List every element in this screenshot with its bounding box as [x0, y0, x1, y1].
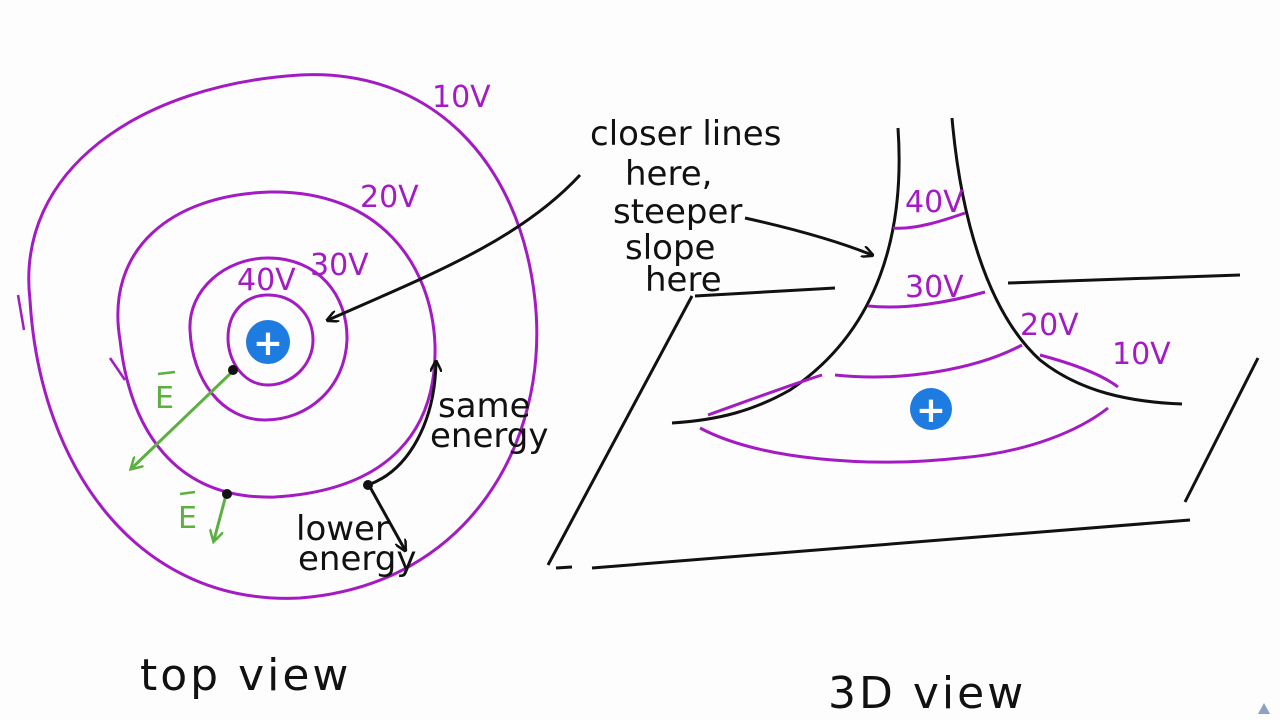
3d-label-10v: 10V [1112, 337, 1171, 372]
contour-30v [188, 256, 349, 422]
plane-front-tick [555, 565, 573, 570]
ring-20v-back [834, 343, 1023, 379]
pointer-arrow-3d [744, 216, 872, 255]
plane-left-edge [546, 295, 694, 566]
same-energy-label: same energy [430, 386, 548, 456]
plane-front-edge [591, 518, 1191, 570]
annotation-line-4: slope [625, 228, 715, 268]
field-point-2 [222, 489, 232, 499]
top-label-40v: 40V [237, 263, 296, 298]
field-arrow-1 [132, 370, 234, 468]
3d-label-20v: 20V [1020, 308, 1079, 343]
charge-plus-icon: + [253, 323, 283, 364]
same-energy-arrow [367, 362, 436, 487]
top-view-caption: top view [140, 650, 351, 701]
vector-bar-2 [179, 490, 196, 496]
field-arrow-2 [214, 494, 228, 540]
stray-mark [108, 357, 127, 381]
3d-label-30v: 30V [905, 270, 964, 305]
hill-right-side [950, 117, 1183, 406]
contour-40v [226, 293, 315, 387]
top-view: 10V 20V 30V 40V + E E same energy lower … [16, 73, 548, 701]
scroll-up-icon[interactable] [1258, 703, 1270, 714]
annotation-line-2: here, [625, 154, 712, 194]
lower-energy-label: lower energy [296, 509, 416, 579]
annotation-line-1: closer lines [590, 114, 781, 154]
contour-10v [27, 73, 539, 600]
3d-positive-charge [910, 388, 952, 430]
3d-label-40v: 40V [905, 185, 964, 220]
hill-left-side [671, 127, 901, 425]
annotation: closer lines here, steeper slope here [328, 114, 872, 320]
annotation-line-3: steeper [613, 192, 742, 232]
field-label-2: E [178, 501, 197, 536]
ring-40v [892, 211, 966, 230]
field-label-1: E [155, 381, 174, 416]
ring-10v-back [707, 373, 823, 417]
plane-back-right [1007, 273, 1241, 285]
lower-energy-line-1: lower [296, 509, 389, 549]
vector-bar-1 [157, 370, 176, 376]
top-label-30v: 30V [310, 248, 369, 283]
ring-30v [867, 290, 986, 309]
ring-10v-front [699, 406, 1109, 464]
top-label-10v: 10V [432, 80, 491, 115]
3d-view-caption: 3D view [828, 668, 1026, 719]
annotation-line-5: here [645, 260, 722, 300]
lower-energy-arrow [368, 486, 405, 550]
top-label-20v: 20V [360, 180, 419, 215]
plane-back-left [694, 286, 836, 298]
3d-view: 40V 30V 20V 10V + 3D view [546, 117, 1260, 719]
positive-charge [246, 320, 290, 364]
contour-20v [116, 190, 437, 499]
field-point-1 [228, 365, 238, 375]
pointer-arrow-top [328, 173, 582, 320]
same-energy-line-2: energy [430, 416, 548, 456]
lower-energy-line-2: energy [298, 539, 416, 579]
annotation-text: closer lines here, steeper slope here [590, 114, 792, 300]
stray-mark [16, 294, 26, 331]
same-energy-line-1: same [438, 386, 531, 426]
ring-10v-right [1039, 353, 1119, 389]
plane-right-edge [1183, 357, 1260, 503]
3d-charge-plus-icon: + [916, 390, 946, 431]
